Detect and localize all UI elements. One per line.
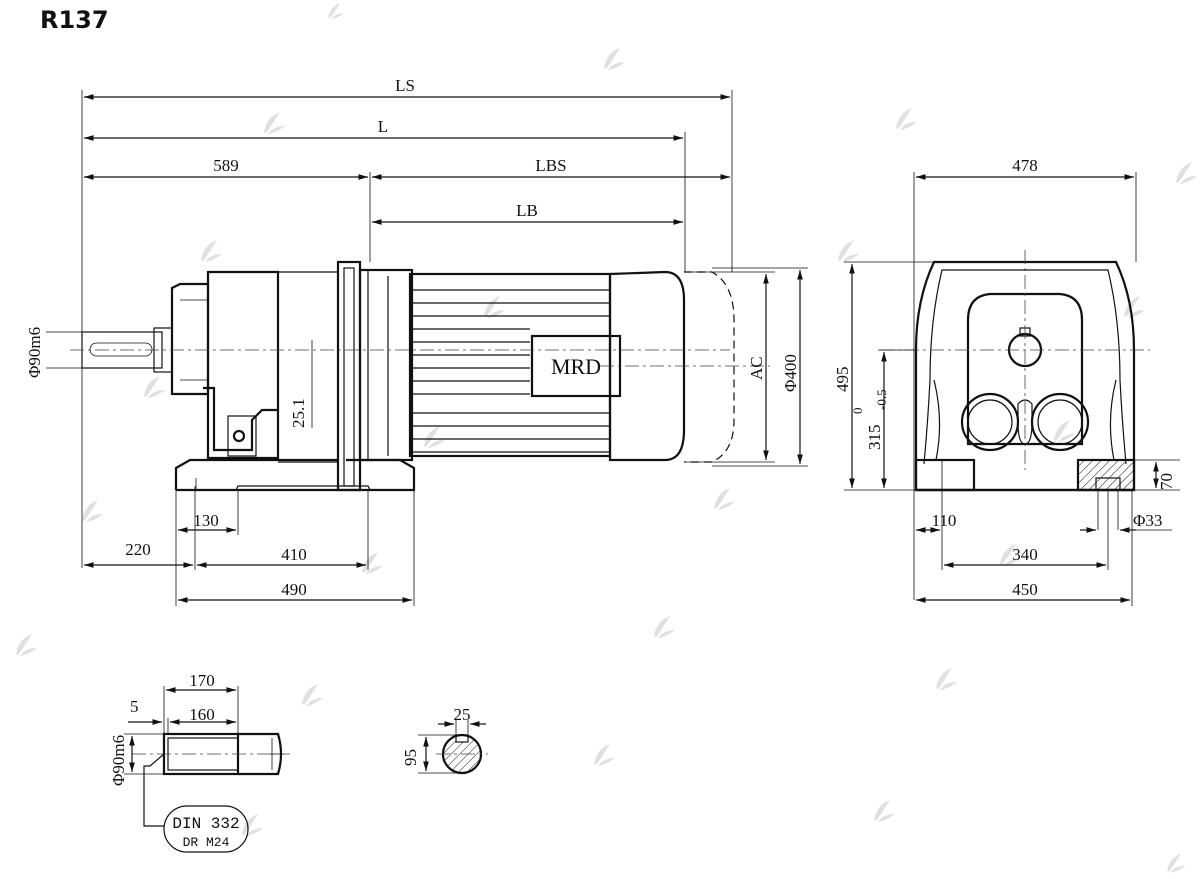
dim-110: 110 [932,511,957,530]
key-section: 25 95 [401,705,488,775]
dim-340: 340 [1012,545,1038,564]
dim-25-1: 25.1 [289,398,308,428]
bearing-housing [966,292,1084,446]
dim-410: 410 [281,545,307,564]
dim-hole-dia: Φ33 [1133,511,1162,530]
dim-589: 589 [213,156,239,175]
dim-315: 315 [865,425,884,451]
dim-25: 25 [454,705,471,724]
housing-front-outline [914,260,1136,492]
dim-lb: LB [516,201,538,220]
drawing-title: R137 [40,6,109,34]
motor-flange [336,260,362,492]
cooling-fins [410,289,610,453]
gearbox-flange [170,282,210,396]
dim-ls: LS [395,76,415,95]
gearbox-housing [206,270,280,460]
fan-cover [608,270,686,462]
tol-upper: 0 [850,408,865,415]
brand-label: MRD [551,354,601,379]
dim-130: 130 [193,511,219,530]
tol-lower: -0.5 [874,389,889,410]
motor-adapter [358,268,414,462]
dim-5: 5 [130,697,139,716]
dim-478: 478 [1012,156,1038,175]
shaft-detail: 170 5 160 Φ90m6 DIN 332 DR M24 [109,671,290,853]
dim-shaft-dia: Φ90m6 [25,327,44,378]
thread-label: DR M24 [183,835,230,850]
dim-490: 490 [281,580,307,599]
shaft-keyway [89,342,153,357]
dim-450: 450 [1012,580,1038,599]
gearbox-foot [174,458,338,490]
dim-160: 160 [189,705,215,724]
dim-95: 95 [401,749,420,766]
dim-170: 170 [189,671,215,690]
din-label: DIN 332 [172,815,239,833]
dim-shaft-detail-dia: Φ90m6 [109,735,128,786]
drain-plug [232,429,246,443]
dim-400: Φ400 [781,354,800,392]
din-callout [163,805,249,853]
front-view: 478 495 315 0 -0.5 [833,156,1180,606]
foot-section-hatch [1078,460,1134,490]
side-view: LS L 589 LBS LB Φ90m6 25.1 [25,76,808,606]
dim-l: L [378,117,388,136]
dim-495: 495 [833,367,852,393]
dim-ac: AC [747,356,766,380]
dim-lbs: LBS [535,156,566,175]
dim-70: 70 [1157,473,1176,490]
fan-cover-hidden-outline [684,271,735,463]
gearbox-lug [203,386,278,452]
dim-220: 220 [125,540,151,559]
